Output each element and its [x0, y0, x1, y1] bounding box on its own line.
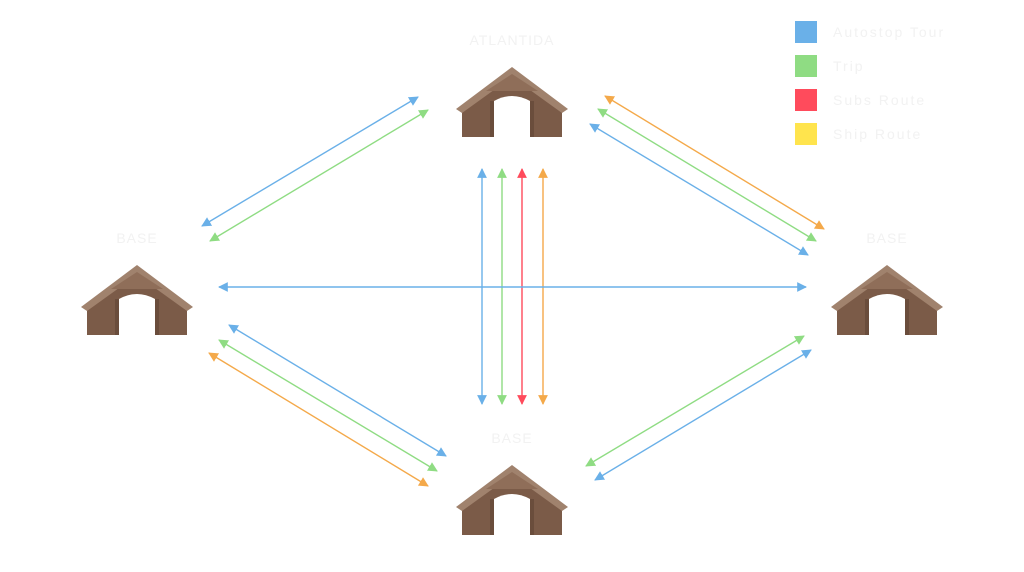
- connection-right-bottom-green: [585, 335, 805, 467]
- legend-item-ship-route: Ship Route: [795, 123, 945, 145]
- node-label-left: BASE: [116, 230, 157, 246]
- legend-swatch-red: [795, 89, 817, 111]
- connection-top-right-blue: [589, 123, 809, 256]
- connections-layer: [201, 95, 825, 487]
- legend-label: Ship Route: [833, 126, 923, 142]
- node-label-top: ATLANTIDA: [470, 32, 555, 48]
- node-top: ATLANTIDA: [456, 32, 568, 137]
- tent-icon: [831, 265, 943, 335]
- connection-right-bottom-blue: [594, 349, 812, 481]
- node-bottom: BASE: [456, 430, 568, 535]
- connection-left-top-blue: [201, 96, 419, 227]
- legend-swatch-yellow: [795, 123, 817, 145]
- legend-swatch-blue: [795, 21, 817, 43]
- legend-label: Autostop Tour: [833, 24, 946, 40]
- node-label-right: BASE: [866, 230, 907, 246]
- legend-swatch-green: [795, 55, 817, 77]
- legend-item-subs-route: Subs Route: [795, 89, 945, 111]
- connection-left-bottom-orange: [208, 352, 429, 487]
- legend-item-autostop: Autostop Tour: [795, 21, 945, 43]
- tent-icon: [456, 67, 568, 137]
- connection-left-top-green: [209, 109, 429, 242]
- legend: Autostop Tour Trip Subs Route Ship Route: [795, 21, 945, 157]
- node-label-bottom: BASE: [491, 430, 532, 446]
- connection-left-bottom-green: [218, 339, 438, 472]
- node-right: BASE: [831, 230, 943, 335]
- connection-left-bottom-blue: [228, 324, 447, 457]
- node-left: BASE: [81, 230, 193, 335]
- legend-item-trip: Trip: [795, 55, 945, 77]
- nodes-layer: ATLANTIDA BASE BASE BASE: [81, 32, 943, 535]
- connection-top-right-green: [597, 108, 817, 242]
- tent-icon: [81, 265, 193, 335]
- tent-icon: [456, 465, 568, 535]
- connection-top-right-orange: [604, 95, 825, 230]
- legend-label: Subs Route: [833, 92, 927, 108]
- legend-label: Trip: [833, 58, 865, 74]
